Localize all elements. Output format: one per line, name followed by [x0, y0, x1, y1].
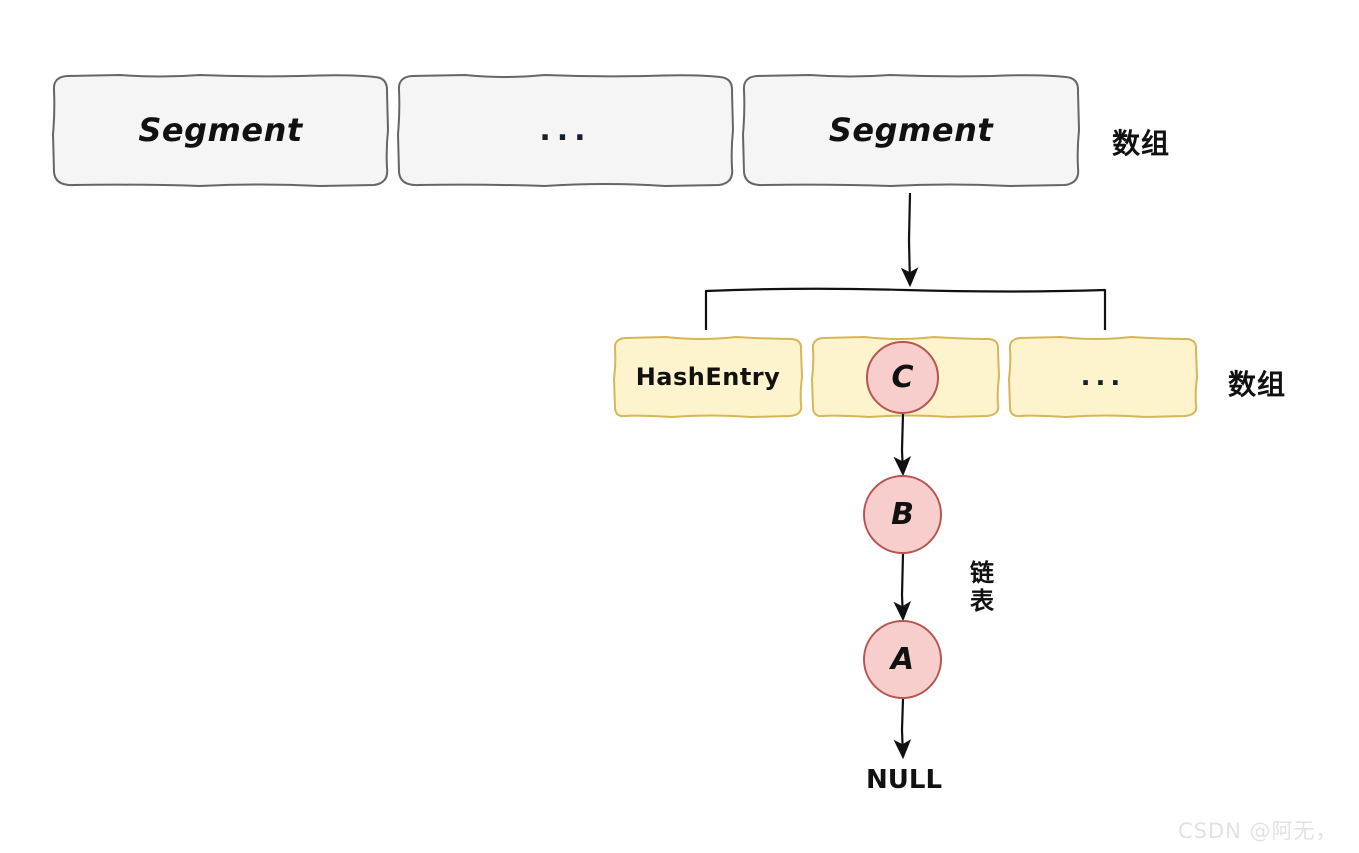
- chain-side-label: 链 表: [970, 559, 994, 615]
- hashentry-box-1-label: HashEntry: [635, 363, 781, 391]
- sketch-border: [742, 74, 1080, 187]
- hashentry-box-1[interactable]: HashEntry: [611, 333, 805, 421]
- hashentry-box-3[interactable]: ...: [1006, 333, 1200, 421]
- null-terminator-label: NULL: [866, 765, 943, 795]
- segment-box-3[interactable]: Segment: [740, 68, 1082, 192]
- connector-c-to-b: [893, 413, 912, 477]
- chain-node-a-label: A: [890, 641, 915, 677]
- sketch-border: [52, 74, 389, 187]
- segment-box-3-label: Segment: [828, 111, 994, 149]
- chain-node-c-label: C: [891, 359, 914, 395]
- sketch-border: [1008, 336, 1198, 418]
- hashentry-box-3-label: ...: [1080, 362, 1126, 392]
- sketch-border: [397, 74, 734, 187]
- chain-node-b[interactable]: B: [863, 475, 942, 554]
- segment-row-side-label: 数组: [1112, 127, 1171, 160]
- csdn-watermark: CSDN @阿无，: [1178, 819, 1338, 843]
- entry-row-side-label: 数组: [1228, 368, 1287, 401]
- chain-node-c[interactable]: C: [866, 341, 939, 414]
- bracket-entry-row: [704, 287, 1107, 330]
- chain-node-b-label: B: [891, 496, 914, 532]
- connector-b-to-a: [893, 553, 912, 622]
- segment-box-1-label: Segment: [138, 111, 303, 149]
- connector-segment-to-entries: [900, 192, 919, 288]
- sketch-border: [613, 336, 803, 418]
- segment-box-1[interactable]: Segment: [50, 68, 391, 192]
- chain-node-a[interactable]: A: [863, 620, 942, 699]
- segment-box-2-label: ...: [539, 112, 592, 148]
- segment-box-2[interactable]: ...: [395, 68, 736, 192]
- chain-side-label-text: 链 表: [970, 559, 994, 615]
- connector-a-to-null: [893, 698, 912, 760]
